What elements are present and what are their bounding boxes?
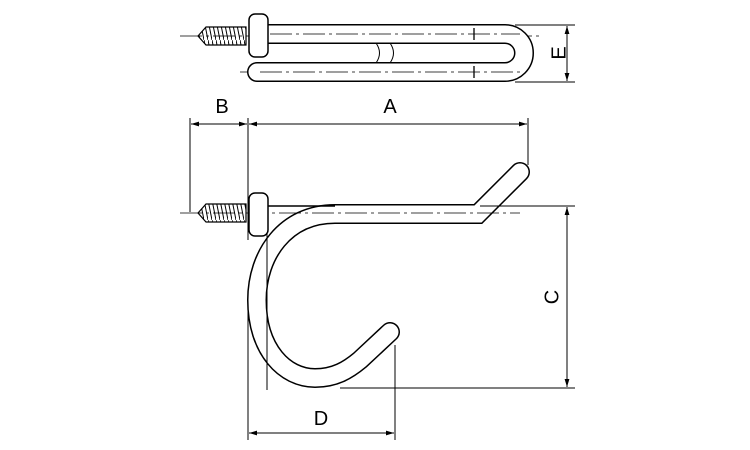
washer-head xyxy=(248,13,269,58)
dimension-c-label: C xyxy=(541,290,563,304)
wire-fill-top xyxy=(248,25,533,81)
dimension-e-label: E xyxy=(548,46,570,59)
bend-marks xyxy=(375,42,394,64)
screw-thread-icon xyxy=(197,26,247,46)
screw-thread-icon xyxy=(197,203,247,223)
top-view: E xyxy=(180,13,575,83)
side-view: B A C D xyxy=(180,96,575,440)
dimension-d-label: D xyxy=(314,408,328,430)
dimension-b-label: B xyxy=(215,96,228,118)
dimension-a-label: A xyxy=(383,96,397,118)
washer-head xyxy=(248,192,269,237)
hook-wire-fill xyxy=(248,163,529,387)
